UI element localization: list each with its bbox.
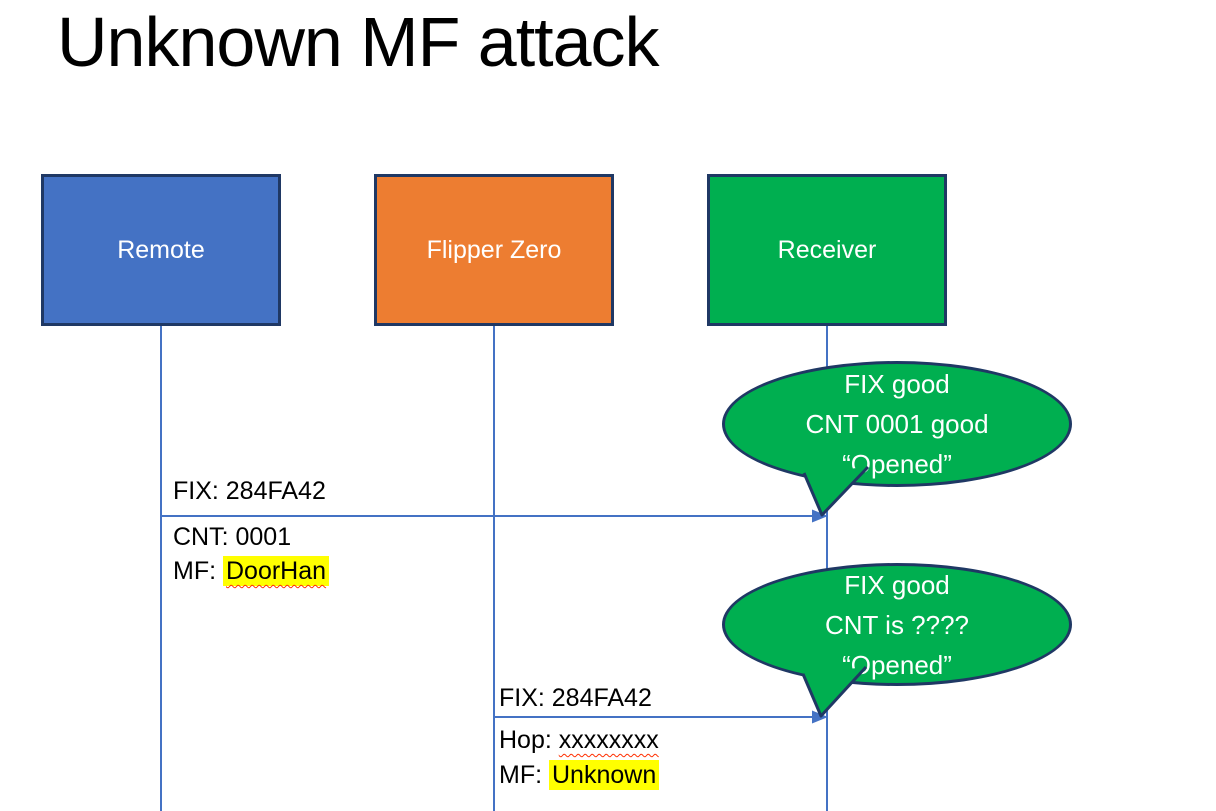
speech-bubble-2: FIX good CNT is ???? “Opened” (722, 563, 1072, 686)
bubble1-line2: CNT 0001 good (805, 409, 989, 439)
message1-line-fix: FIX: 284FA42 (173, 477, 326, 505)
bubble2-line2: CNT is ???? (824, 609, 970, 640)
bubble1-line3: “Opened” (842, 449, 952, 479)
bubble2-line1: FIX good (844, 569, 950, 600)
bubble2-line3: “Opened” (842, 649, 952, 680)
speech-bubble-1: FIX good CNT 0001 good “Opened” (722, 361, 1072, 487)
message1-line-cnt: CNT: 0001 (173, 523, 292, 551)
message2-mf-prefix: MF: (499, 761, 549, 789)
message2-line-fix: FIX: 284FA42 (499, 684, 652, 712)
actor-label-remote: Remote (117, 235, 205, 264)
message2-arrowhead (812, 710, 828, 724)
actor-box-remote: Remote (41, 174, 281, 326)
message2-hop-prefix: Hop: (499, 726, 559, 754)
message2-hop-value: xxxxxxxx (558, 726, 659, 754)
message2-mf-value-highlighted: Unknown (549, 760, 660, 790)
message2-line-hop: Hop: xxxxxxxx (499, 725, 659, 755)
actor-label-receiver: Receiver (777, 235, 877, 264)
message2-line-mf: MF: Unknown (499, 760, 660, 790)
actor-box-receiver: Receiver (707, 174, 947, 326)
message1-arrowhead (812, 509, 828, 523)
message1-mf-value-highlighted: DoorHan (223, 556, 330, 586)
message1-mf-prefix: MF: (173, 557, 223, 585)
bubble1-line1: FIX good (844, 369, 950, 399)
message1-line-mf: MF: DoorHan (173, 556, 330, 586)
actor-box-flipper-zero: Flipper Zero (374, 174, 614, 326)
actor-label-flipper-zero: Flipper Zero (426, 235, 562, 264)
page-title: Unknown MF attack (57, 3, 660, 81)
